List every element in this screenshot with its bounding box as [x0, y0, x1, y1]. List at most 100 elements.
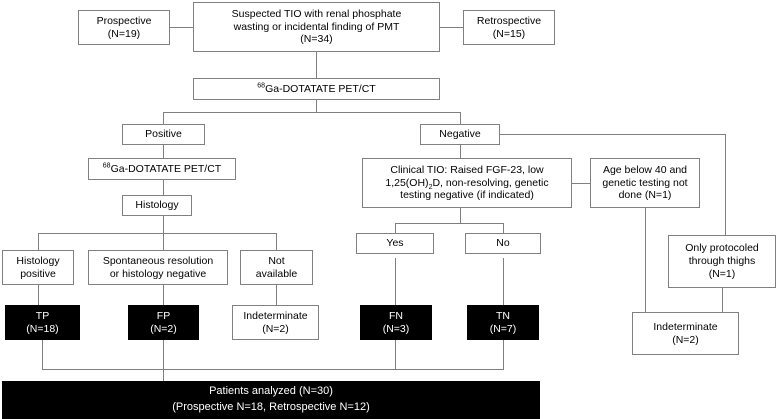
node-histology-label: Histology — [135, 199, 179, 212]
node-age-below-40[interactable]: Age below 40 and genetic testing not don… — [590, 158, 700, 208]
node-cohort-line2: wasting or incidental finding of PMT — [233, 20, 400, 33]
node-negative-label: Negative — [439, 128, 481, 141]
node-spontaneous-line2: or histology negative — [109, 267, 207, 280]
node-negative[interactable]: Negative — [420, 124, 500, 145]
node-fp[interactable]: FP (N=2) — [128, 305, 199, 340]
node-histology-positive-line1: Histology — [16, 254, 60, 267]
node-clinical-tio[interactable]: Clinical TIO: Raised FGF-23, low 1,25(OH… — [362, 158, 572, 208]
connector-petct2-to-histology — [163, 180, 164, 195]
node-fp-line2: (N=2) — [150, 322, 177, 335]
node-yes[interactable]: Yes — [356, 233, 434, 254]
connector-cohort-to-retrospective — [440, 27, 463, 28]
node-fn-line1: FN — [389, 309, 403, 322]
connector-only-protocoled-to-indeterminate-right — [722, 288, 723, 312]
node-prospective-line1: Prospective — [96, 14, 152, 27]
connector-fn-down — [395, 340, 396, 369]
node-only-protocoled-line1: Only protocoled — [685, 242, 759, 255]
node-cohort[interactable]: Suspected TIO with renal phosphate wasti… — [193, 2, 440, 52]
node-tn-line1: TN — [496, 309, 510, 322]
node-clinical-tio-line2b: D, non-resolving, genetic — [432, 176, 549, 189]
node-retrospective-line2: (N=15) — [492, 27, 526, 40]
node-indeterminate-middle[interactable]: Indeterminate (N=2) — [232, 305, 319, 340]
connector-to-positive — [163, 112, 164, 124]
connector-to-spontaneous — [163, 233, 164, 250]
node-indeterminate-right-line2: (N=2) — [672, 333, 699, 346]
node-no[interactable]: No — [465, 233, 541, 254]
node-only-protocoled-line3: (N=1) — [708, 267, 736, 280]
node-age-below-40-line3: done (N=1) — [618, 189, 672, 202]
node-spontaneous-resolution[interactable]: Spontaneous resolution or histology nega… — [88, 250, 228, 285]
connector-yes-to-fn — [395, 258, 396, 305]
node-histology-positive-line2: positive — [20, 267, 56, 280]
connector-to-negative — [460, 112, 461, 124]
node-tp[interactable]: TP (N=18) — [5, 305, 80, 340]
node-not-available[interactable]: Not available — [240, 250, 313, 285]
node-petct-top-superscript: 68 — [257, 82, 266, 90]
node-clinical-tio-line3: testing negative (if indicated) — [400, 189, 534, 202]
node-age-below-40-line1: Age below 40 and — [602, 163, 688, 176]
connector-to-not-available — [276, 233, 277, 250]
node-fn-line2: (N=3) — [382, 322, 410, 335]
node-fn[interactable]: FN (N=3) — [360, 305, 432, 340]
node-indeterminate-middle-line2: (N=2) — [262, 322, 289, 335]
connector-spontaneous-to-fp — [163, 285, 164, 305]
connector-age-to-indeterminate-right — [645, 208, 646, 312]
node-petct-top[interactable]: 68Ga-DOTATATE PET/CT — [193, 78, 440, 100]
connector-tp-down — [42, 340, 43, 369]
node-only-protocoled[interactable]: Only protocoled through thighs (N=1) — [668, 235, 776, 288]
connector-no-to-tn — [503, 258, 504, 305]
connector-negative-right-down — [725, 134, 726, 235]
node-spontaneous-line1: Spontaneous resolution — [102, 254, 214, 267]
node-tp-line1: TP — [35, 309, 50, 322]
connector-prospective-to-cohort — [170, 27, 193, 28]
node-histology-positive[interactable]: Histology positive — [2, 250, 74, 285]
connector-negative-right — [500, 134, 726, 135]
node-petct-top-label: Ga-DOTATATE PET/CT — [265, 82, 376, 95]
node-fp-line1: FP — [156, 309, 171, 322]
node-only-protocoled-line2: through thighs — [688, 255, 756, 268]
node-tn-line2: (N=7) — [489, 322, 517, 335]
node-retrospective-line1: Retrospective — [476, 14, 542, 27]
node-not-available-line1: Not — [268, 254, 285, 267]
node-cohort-line3: (N=34) — [300, 33, 333, 46]
connector-histology-down — [163, 215, 164, 233]
node-age-below-40-line2: genetic testing not — [602, 176, 688, 189]
node-prospective[interactable]: Prospective (N=19) — [78, 10, 170, 45]
node-histology[interactable]: Histology — [122, 195, 192, 216]
connector-tn-down — [503, 340, 504, 369]
connector-negative-to-clinical-tio — [460, 144, 461, 158]
node-patients-analyzed[interactable]: Patients analyzed (N=30) (Prospective N=… — [2, 381, 540, 419]
connector-fp-down — [163, 340, 164, 369]
node-petct-second[interactable]: 68Ga-DOTATATE PET/CT — [88, 158, 236, 180]
node-indeterminate-middle-line1: Indeterminate — [243, 309, 308, 322]
node-yes-label: Yes — [386, 237, 404, 250]
node-tp-line2: (N=18) — [26, 322, 59, 335]
connector-petct-down — [316, 100, 317, 112]
node-not-available-line2: available — [255, 267, 298, 280]
node-patients-analyzed-line2: (Prospective N=18, Retrospective N=12) — [172, 401, 370, 413]
node-positive-label: Positive — [145, 128, 182, 141]
connector-clinical-tio-down — [460, 208, 461, 223]
node-prospective-line2: (N=19) — [107, 27, 141, 40]
connector-bottom-collector — [42, 369, 504, 370]
node-retrospective[interactable]: Retrospective (N=15) — [463, 10, 555, 45]
node-positive[interactable]: Positive — [122, 124, 205, 145]
connector-to-yes — [395, 223, 396, 233]
connector-petct-split — [163, 112, 461, 113]
connector-clinical-tio-split — [395, 223, 503, 224]
node-petct-second-superscript: 68 — [102, 162, 111, 170]
node-clinical-tio-line1: Clinical TIO: Raised FGF-23, low — [390, 163, 544, 176]
connector-collector-to-patients — [163, 369, 164, 381]
node-no-label: No — [496, 237, 510, 250]
connector-to-histology-positive — [38, 233, 39, 250]
node-tn[interactable]: TN (N=7) — [467, 305, 539, 340]
connector-clinical-tio-to-age — [572, 183, 590, 184]
connector-histology-split — [38, 233, 276, 234]
connector-not-available-to-indeterminate — [276, 285, 277, 305]
connector-cohort-down — [316, 52, 317, 78]
node-patients-analyzed-line1: Patients analyzed (N=30) — [209, 385, 333, 398]
node-indeterminate-right[interactable]: Indeterminate (N=2) — [632, 312, 739, 355]
node-cohort-line1: Suspected TIO with renal phosphate — [231, 7, 402, 20]
connector-histology-positive-to-tp — [38, 285, 39, 305]
